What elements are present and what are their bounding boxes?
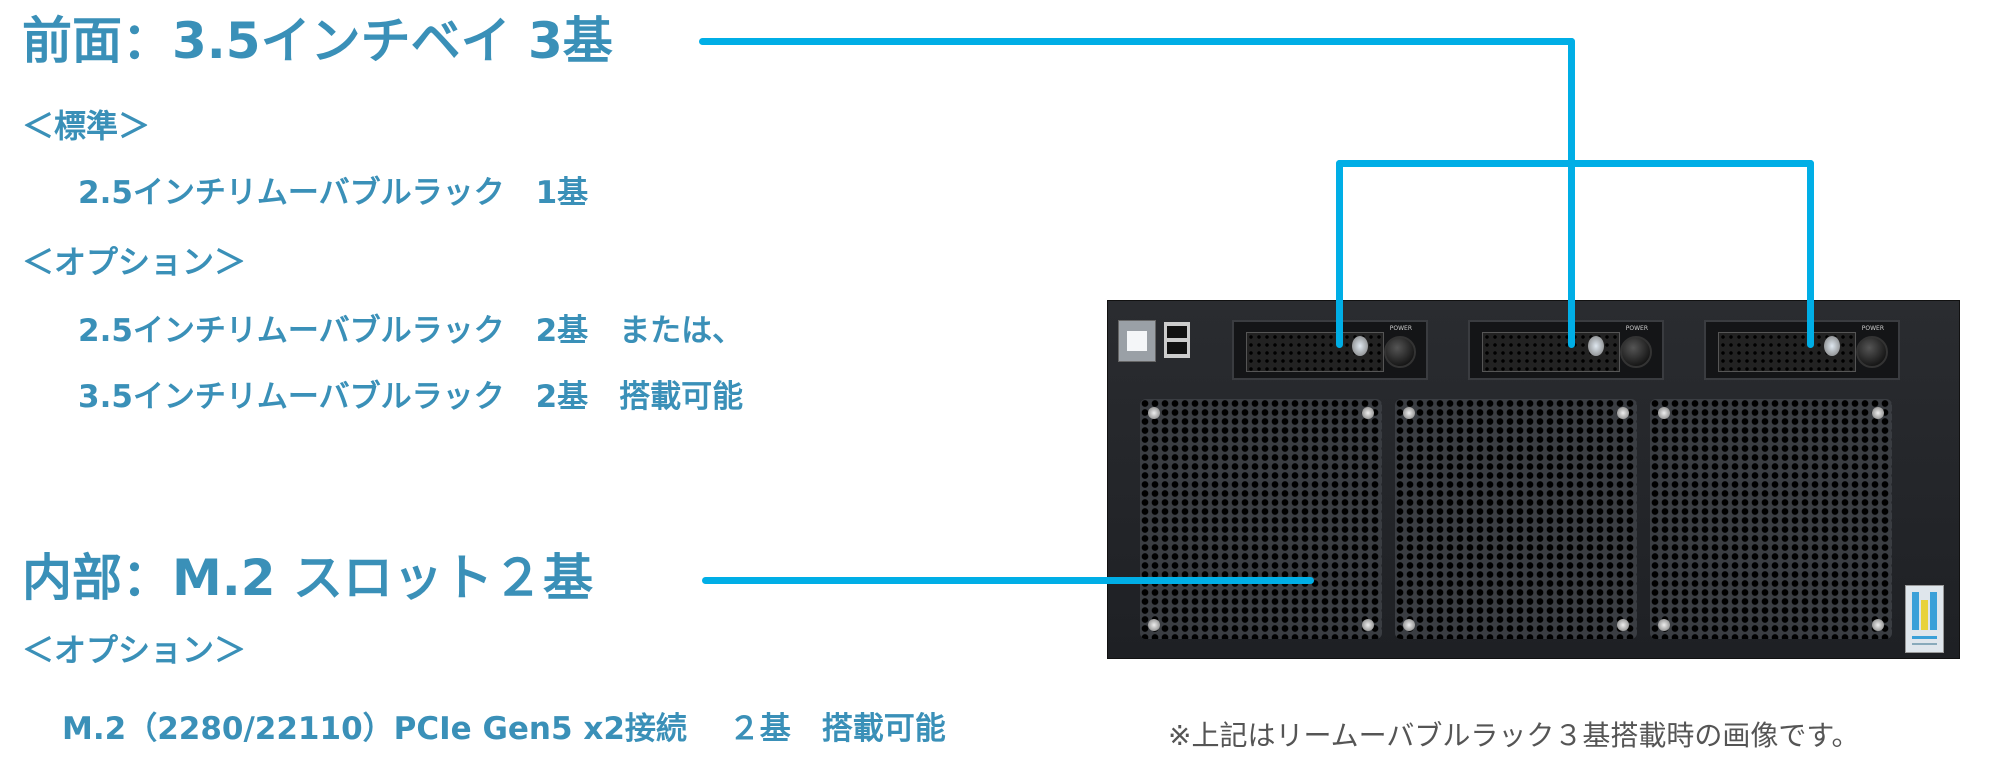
power-label: POWER	[1861, 325, 1884, 332]
power-button	[1620, 336, 1652, 368]
callout-bracket-left	[1336, 160, 1343, 348]
power-button	[1384, 336, 1416, 368]
image-caption: ※上記はリームーバブルラック３基搭載時の画像です。	[1168, 719, 1860, 752]
front-bays-title: 前面：3.5インチベイ 3基	[22, 12, 613, 70]
fan-grille-3	[1650, 399, 1892, 639]
internal-option-heading: ＜オプション＞	[22, 631, 247, 669]
callout-line-internal	[702, 577, 1314, 584]
front-option-heading: ＜オプション＞	[22, 243, 247, 281]
lock-icon	[1824, 336, 1840, 356]
internal-title: 内部：M.2 スロット２基	[22, 549, 593, 607]
usb-ports	[1164, 322, 1190, 358]
front-option-item-1: 2.5インチリムーバブルラック 2基 または、	[78, 313, 744, 349]
internal-option-item: M.2（2280/22110）PCIe Gen5 x2接続 ２基 搭載可能	[62, 711, 946, 747]
fan-grille-1	[1140, 399, 1382, 639]
callout-bracket-right	[1807, 160, 1814, 348]
fan-grille-2	[1395, 399, 1637, 639]
callout-bracket	[1336, 160, 1814, 167]
callout-line-front	[699, 38, 1575, 45]
hpc-systems-logo	[1905, 585, 1944, 653]
standard-item: 2.5インチリムーバブルラック 1基	[78, 175, 589, 211]
callout-line-front-drop	[1568, 38, 1575, 348]
front-io-panel	[1118, 320, 1156, 362]
front-option-item-2: 3.5インチリムーバブルラック 2基 搭載可能	[78, 379, 744, 415]
standard-heading: ＜標準＞	[22, 107, 151, 145]
lock-icon	[1352, 336, 1368, 356]
drive-bay-1: POWER	[1232, 320, 1428, 380]
power-label: POWER	[1389, 325, 1412, 332]
drive-bay-3: POWER	[1704, 320, 1900, 380]
power-button	[1856, 336, 1888, 368]
lock-icon	[1588, 336, 1604, 356]
server-chassis-front: POWER POWER POWER	[1107, 300, 1960, 659]
drive-bay-2: POWER	[1468, 320, 1664, 380]
power-label: POWER	[1625, 325, 1648, 332]
